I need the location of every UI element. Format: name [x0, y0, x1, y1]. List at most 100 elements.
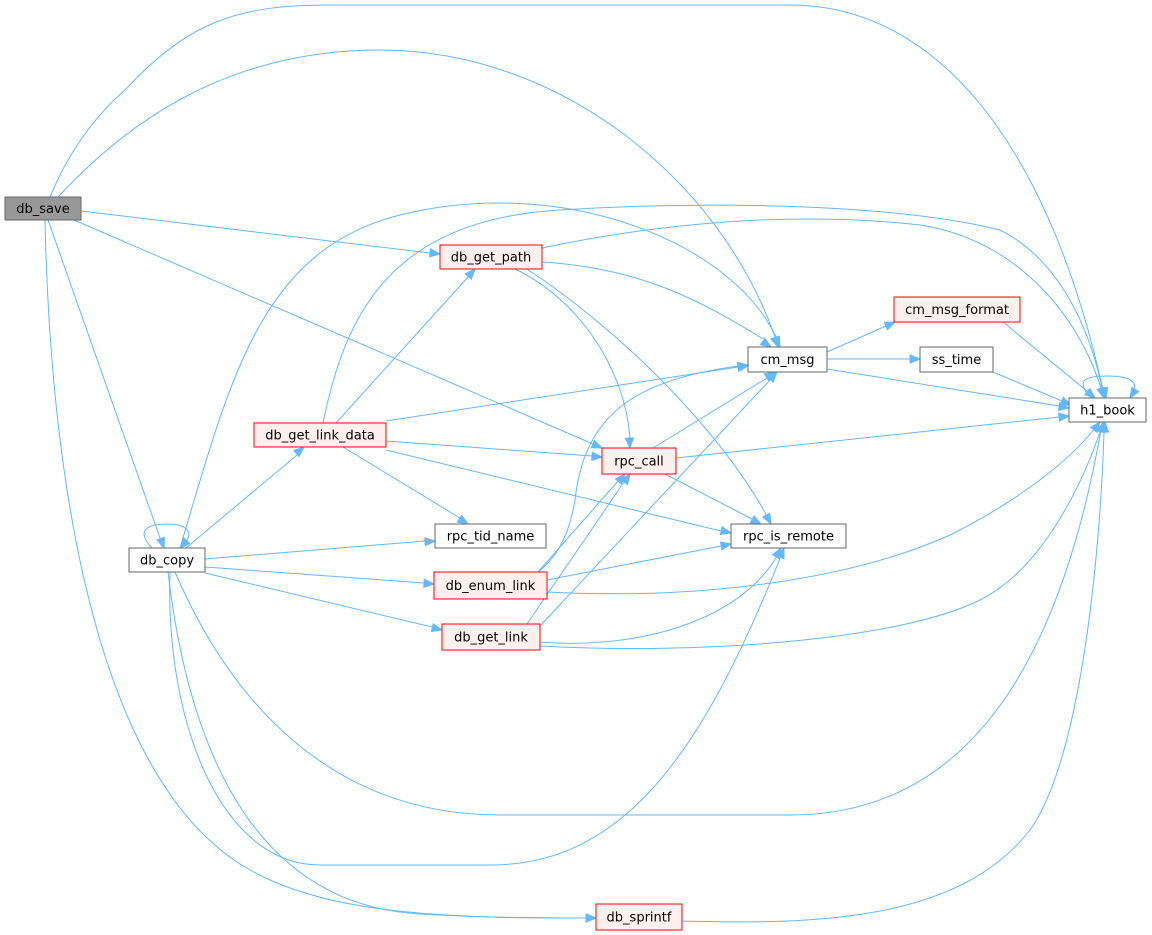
node-box[interactable]: [1068, 397, 1147, 423]
node-box[interactable]: [919, 346, 994, 373]
edge-rpc_call-to-h1_book: [675, 412, 1071, 459]
edge-db_save-to-rpc_call: [73, 219, 604, 449]
node-db_sprintf[interactable]: db_sprintf: [595, 903, 683, 931]
edge-cm_msg_format-to-h1_book: [1002, 321, 1097, 399]
node-box[interactable]: [893, 296, 1021, 323]
edge-arrowhead: [620, 472, 631, 486]
edge-line: [541, 261, 764, 340]
node-box[interactable]: [601, 447, 677, 475]
edge-line: [541, 218, 1102, 389]
edge-db_save-to-db_copy: [47, 219, 165, 550]
edge-line: [514, 268, 631, 439]
node-box[interactable]: [128, 547, 206, 573]
edge-db_get_path-to-h1_book: [541, 218, 1106, 400]
edge-ss_time-to-h1_book: [992, 371, 1073, 406]
edge-line: [1082, 375, 1136, 399]
node-box[interactable]: [434, 523, 547, 549]
edge-db_get_path-to-rpc_call: [514, 268, 635, 450]
edge-arrowhead: [761, 512, 772, 526]
edge-arrowhead: [1059, 396, 1073, 406]
edge-db_copy-to-h1_book: [174, 420, 1106, 816]
edge-line: [322, 204, 1103, 424]
node-rpc_is_remote[interactable]: rpc_is_remote: [730, 523, 847, 549]
node-label: rpc_is_remote: [743, 530, 834, 545]
node-box[interactable]: [730, 523, 847, 549]
edge-line: [675, 416, 1060, 459]
node-box[interactable]: [441, 623, 541, 651]
edge-arrowhead: [156, 536, 165, 550]
node-ss_time[interactable]: ss_time: [919, 346, 994, 373]
edge-db_copy-to-db_enum_link: [204, 566, 436, 588]
edge-arrowhead: [883, 321, 897, 331]
edge-db_save-to-db_sprintf: [44, 219, 598, 923]
edge-db_get_path-to-rpc_is_remote: [526, 268, 772, 526]
edge-arrowhead: [749, 514, 763, 525]
edge-arrowhead: [585, 913, 598, 923]
edge-line: [49, 4, 1104, 391]
node-cm_msg[interactable]: cm_msg: [747, 346, 828, 373]
edge-arrowhead: [719, 525, 733, 536]
node-label: db_enum_link: [446, 579, 536, 594]
edge-arrowhead: [1099, 420, 1110, 433]
edge-db_enum_link-to-rpc_call: [537, 472, 626, 573]
edge-db_sprintf-to-h1_book: [681, 420, 1110, 923]
node-rpc_tid_name[interactable]: rpc_tid_name: [434, 523, 547, 549]
edge-db_get_link-to-rpc_is_remote: [539, 546, 782, 644]
edge-line: [185, 454, 298, 549]
edge-arrowhead: [292, 446, 306, 458]
node-label: h1_book: [1080, 404, 1135, 419]
node-label: cm_msg_format: [905, 303, 1009, 318]
edge-line: [204, 566, 425, 584]
node-rpc_call[interactable]: rpc_call: [601, 447, 677, 475]
edge-line: [992, 371, 1063, 402]
node-box[interactable]: [253, 422, 387, 448]
edge-arrowhead: [591, 451, 604, 461]
node-db_get_link[interactable]: db_get_link: [441, 623, 541, 651]
node-db_enum_link[interactable]: db_enum_link: [433, 571, 548, 600]
edge-arrowhead: [624, 437, 635, 450]
node-box[interactable]: [747, 346, 828, 373]
edge-cm_msg-to-cm_msg_format: [826, 321, 897, 353]
edge-line: [385, 366, 739, 422]
edge-arrowhead: [424, 537, 437, 547]
node-box[interactable]: [4, 196, 82, 221]
edge-line: [546, 545, 722, 581]
edge-line: [526, 268, 768, 517]
edge-line: [526, 481, 625, 625]
edge-arrowhead: [763, 371, 777, 382]
node-label: db_save: [16, 202, 69, 217]
node-box[interactable]: [433, 571, 548, 600]
edge-db_get_link-to-rpc_call: [526, 472, 631, 625]
edge-db_copy-to-db_copy: [143, 523, 191, 549]
edge-db_copy-to-db_get_link: [204, 572, 444, 633]
node-box[interactable]: [439, 244, 543, 270]
node-label: db_sprintf: [607, 911, 672, 926]
edge-line: [204, 572, 433, 628]
node-cm_msg_format[interactable]: cm_msg_format: [893, 296, 1021, 323]
edge-line: [57, 49, 776, 338]
edge-db_get_link_data-to-rpc_is_remote: [385, 449, 733, 536]
node-db_copy[interactable]: db_copy: [128, 547, 206, 573]
edge-db_get_link_data-to-rpc_tid_name: [342, 446, 470, 525]
node-h1_book[interactable]: h1_book: [1068, 397, 1147, 423]
node-box[interactable]: [595, 903, 683, 931]
node-db_get_path[interactable]: db_get_path: [439, 244, 543, 270]
edge-line: [143, 523, 190, 549]
edge-arrowhead: [909, 354, 922, 364]
edge-line: [539, 431, 1101, 650]
edge-line: [385, 449, 722, 532]
edge-line: [167, 571, 587, 919]
node-db_save[interactable]: db_save: [4, 196, 82, 221]
edge-cm_msg-to-h1_book: [826, 368, 1071, 412]
node-label: ss_time: [932, 353, 981, 368]
edge-arrowhead: [456, 514, 470, 525]
node-db_get_link_data[interactable]: db_get_link_data: [253, 422, 387, 448]
edge-db_enum_link-to-rpc_is_remote: [546, 541, 733, 581]
edge-line: [342, 446, 461, 519]
edge-arrowhead: [719, 541, 733, 551]
edge-line: [204, 540, 426, 560]
edge-rpc_call-to-cm_msg: [652, 371, 777, 449]
edge-line: [335, 275, 470, 424]
edge-db_copy-to-db_get_link_data: [185, 446, 306, 549]
